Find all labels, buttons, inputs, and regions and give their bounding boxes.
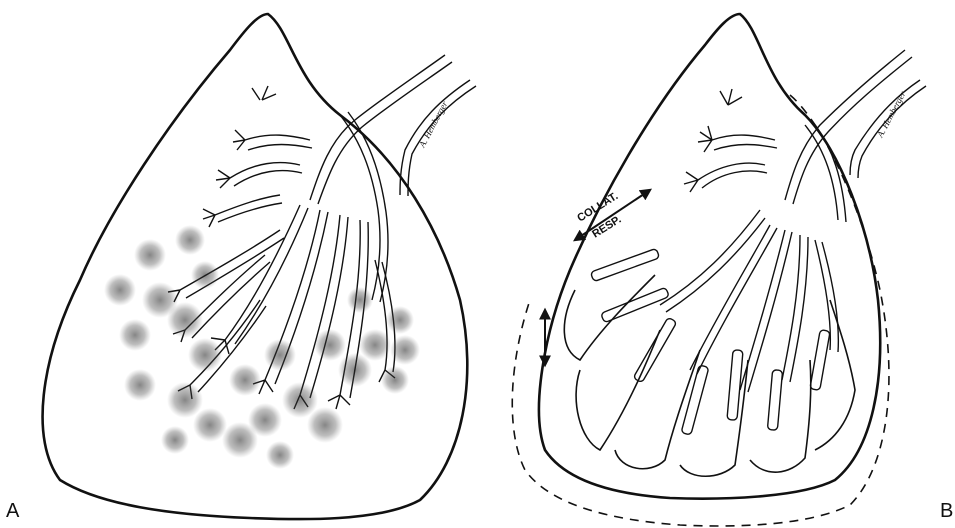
panel-a: A. Hemberger (43, 14, 476, 519)
panel-b-signature: A. Hemberger (874, 89, 907, 140)
panel-a-label: A (6, 500, 19, 523)
panel-b-lobe-outline (539, 14, 880, 499)
panel-b: COLLAT. RESP. A. Hemberger (512, 14, 926, 526)
panel-b-expanded-outline (512, 95, 889, 526)
panel-a-stippled-alveoli (104, 225, 420, 469)
panel-b-label: B (940, 500, 953, 523)
